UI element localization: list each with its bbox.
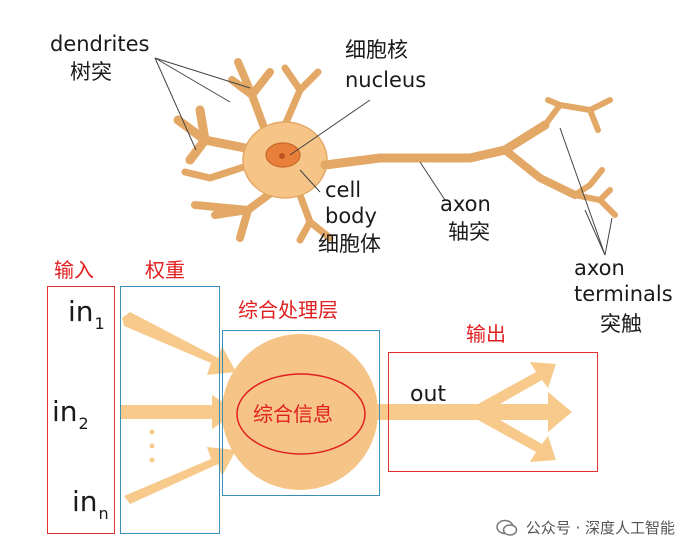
- weights-box: [120, 286, 220, 534]
- center-ellipse: [236, 373, 366, 455]
- cell-body-zh-label: 细胞体: [318, 232, 381, 256]
- axon-terminals-zh: 突触: [600, 312, 642, 336]
- input-box: [47, 286, 115, 534]
- axon-en-label: axon: [440, 192, 491, 216]
- input-arrows: [120, 312, 238, 504]
- input-2: in2: [52, 395, 89, 433]
- center-text: 综合信息: [253, 402, 333, 426]
- neuron-drawing: [173, 58, 618, 244]
- input-section-label: 输入: [54, 258, 94, 282]
- axon-zh-label: 轴突: [448, 220, 490, 244]
- watermark-text: 公众号 · 深度人工智能: [525, 519, 675, 537]
- processing-box: [222, 330, 380, 496]
- dendrites-en-label: dendrites: [50, 32, 150, 56]
- out-label: out: [410, 382, 447, 407]
- processing-section-label: 综合处理层: [238, 298, 338, 322]
- weights-section-label: 权重: [145, 258, 185, 282]
- output-box: [388, 352, 598, 472]
- output-section-label: 输出: [466, 322, 506, 346]
- body-label: body: [325, 204, 377, 228]
- axon-terminals-en-2: terminals: [574, 282, 673, 306]
- input-n: inn: [72, 485, 109, 523]
- input-1: in1: [68, 295, 105, 333]
- cell-label: cell: [325, 178, 362, 202]
- processing-circle: [222, 334, 378, 490]
- pointer-lines: [154, 57, 613, 256]
- watermark: 公众号 · 深度人工智能: [495, 517, 675, 538]
- axon-terminals-en-1: axon: [574, 256, 625, 280]
- dendrites-zh-label: 树突: [70, 60, 112, 84]
- wechat-icon: [495, 519, 517, 536]
- output-arrow: [376, 362, 572, 462]
- nucleus-en-label: nucleus: [345, 68, 427, 92]
- nucleus-zh-label: 细胞核: [345, 38, 408, 62]
